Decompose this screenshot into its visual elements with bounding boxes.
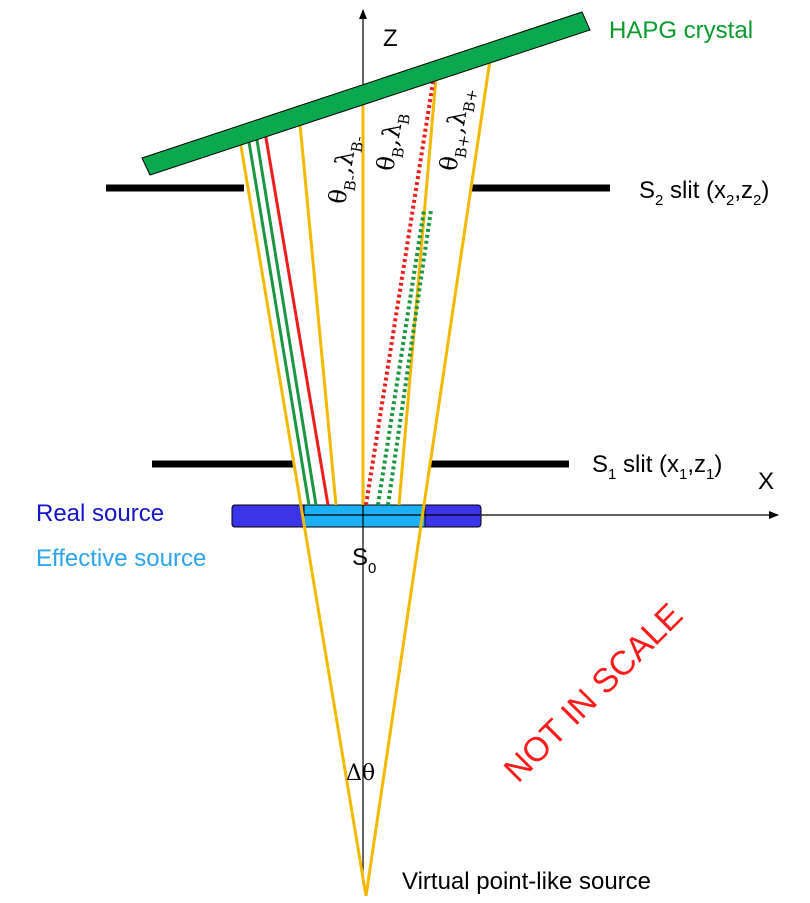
delta-theta-label: Δθ <box>346 761 375 786</box>
green-ray-dotted-2 <box>386 209 433 506</box>
not-in-scale-stamp: NOT IN SCALE <box>497 596 690 789</box>
z-axis-label: Z <box>383 25 398 52</box>
svg-text:θB-,λB-: θB-,λB- <box>323 132 368 207</box>
svg-text:θB,λB: θB,λB <box>371 110 414 174</box>
svg-text:NOT IN SCALE: NOT IN SCALE <box>497 596 690 789</box>
s0-label: S0 <box>352 544 376 577</box>
ray-theta-b-plus <box>397 77 438 506</box>
virtual-source-label: Virtual point-like source <box>402 868 651 895</box>
red-ray-dotted <box>364 81 435 506</box>
real-source-label: Real source <box>36 500 164 527</box>
effective-source-bar <box>303 504 426 528</box>
ray-theta-b-minus <box>298 123 338 506</box>
s2-slit-label: S2 slit (x2,z2) <box>639 177 769 209</box>
effective-source-label: Effective source <box>36 545 206 572</box>
virtual-ray-left <box>238 139 368 897</box>
red-ray-left <box>263 131 330 506</box>
angle-label-b-plus: θB+,λB+ <box>434 85 481 174</box>
svg-text:θB+,λB+: θB+,λB+ <box>434 85 481 174</box>
angle-label-b-minus: θB-,λB- <box>323 132 368 207</box>
virtual-ray-right <box>364 59 492 897</box>
green-ray-dotted-1 <box>376 209 426 506</box>
x-axis-label: X <box>758 468 774 495</box>
angle-label-b-center: θB,λB <box>371 110 414 174</box>
s1-slit-label: S1 slit (x1,z1) <box>592 451 722 483</box>
hapg-crystal <box>141 11 591 176</box>
green-ray-left-1 <box>246 135 311 506</box>
hapg-crystal-label: HAPG crystal <box>609 17 753 44</box>
green-ray-left-2 <box>254 133 318 506</box>
